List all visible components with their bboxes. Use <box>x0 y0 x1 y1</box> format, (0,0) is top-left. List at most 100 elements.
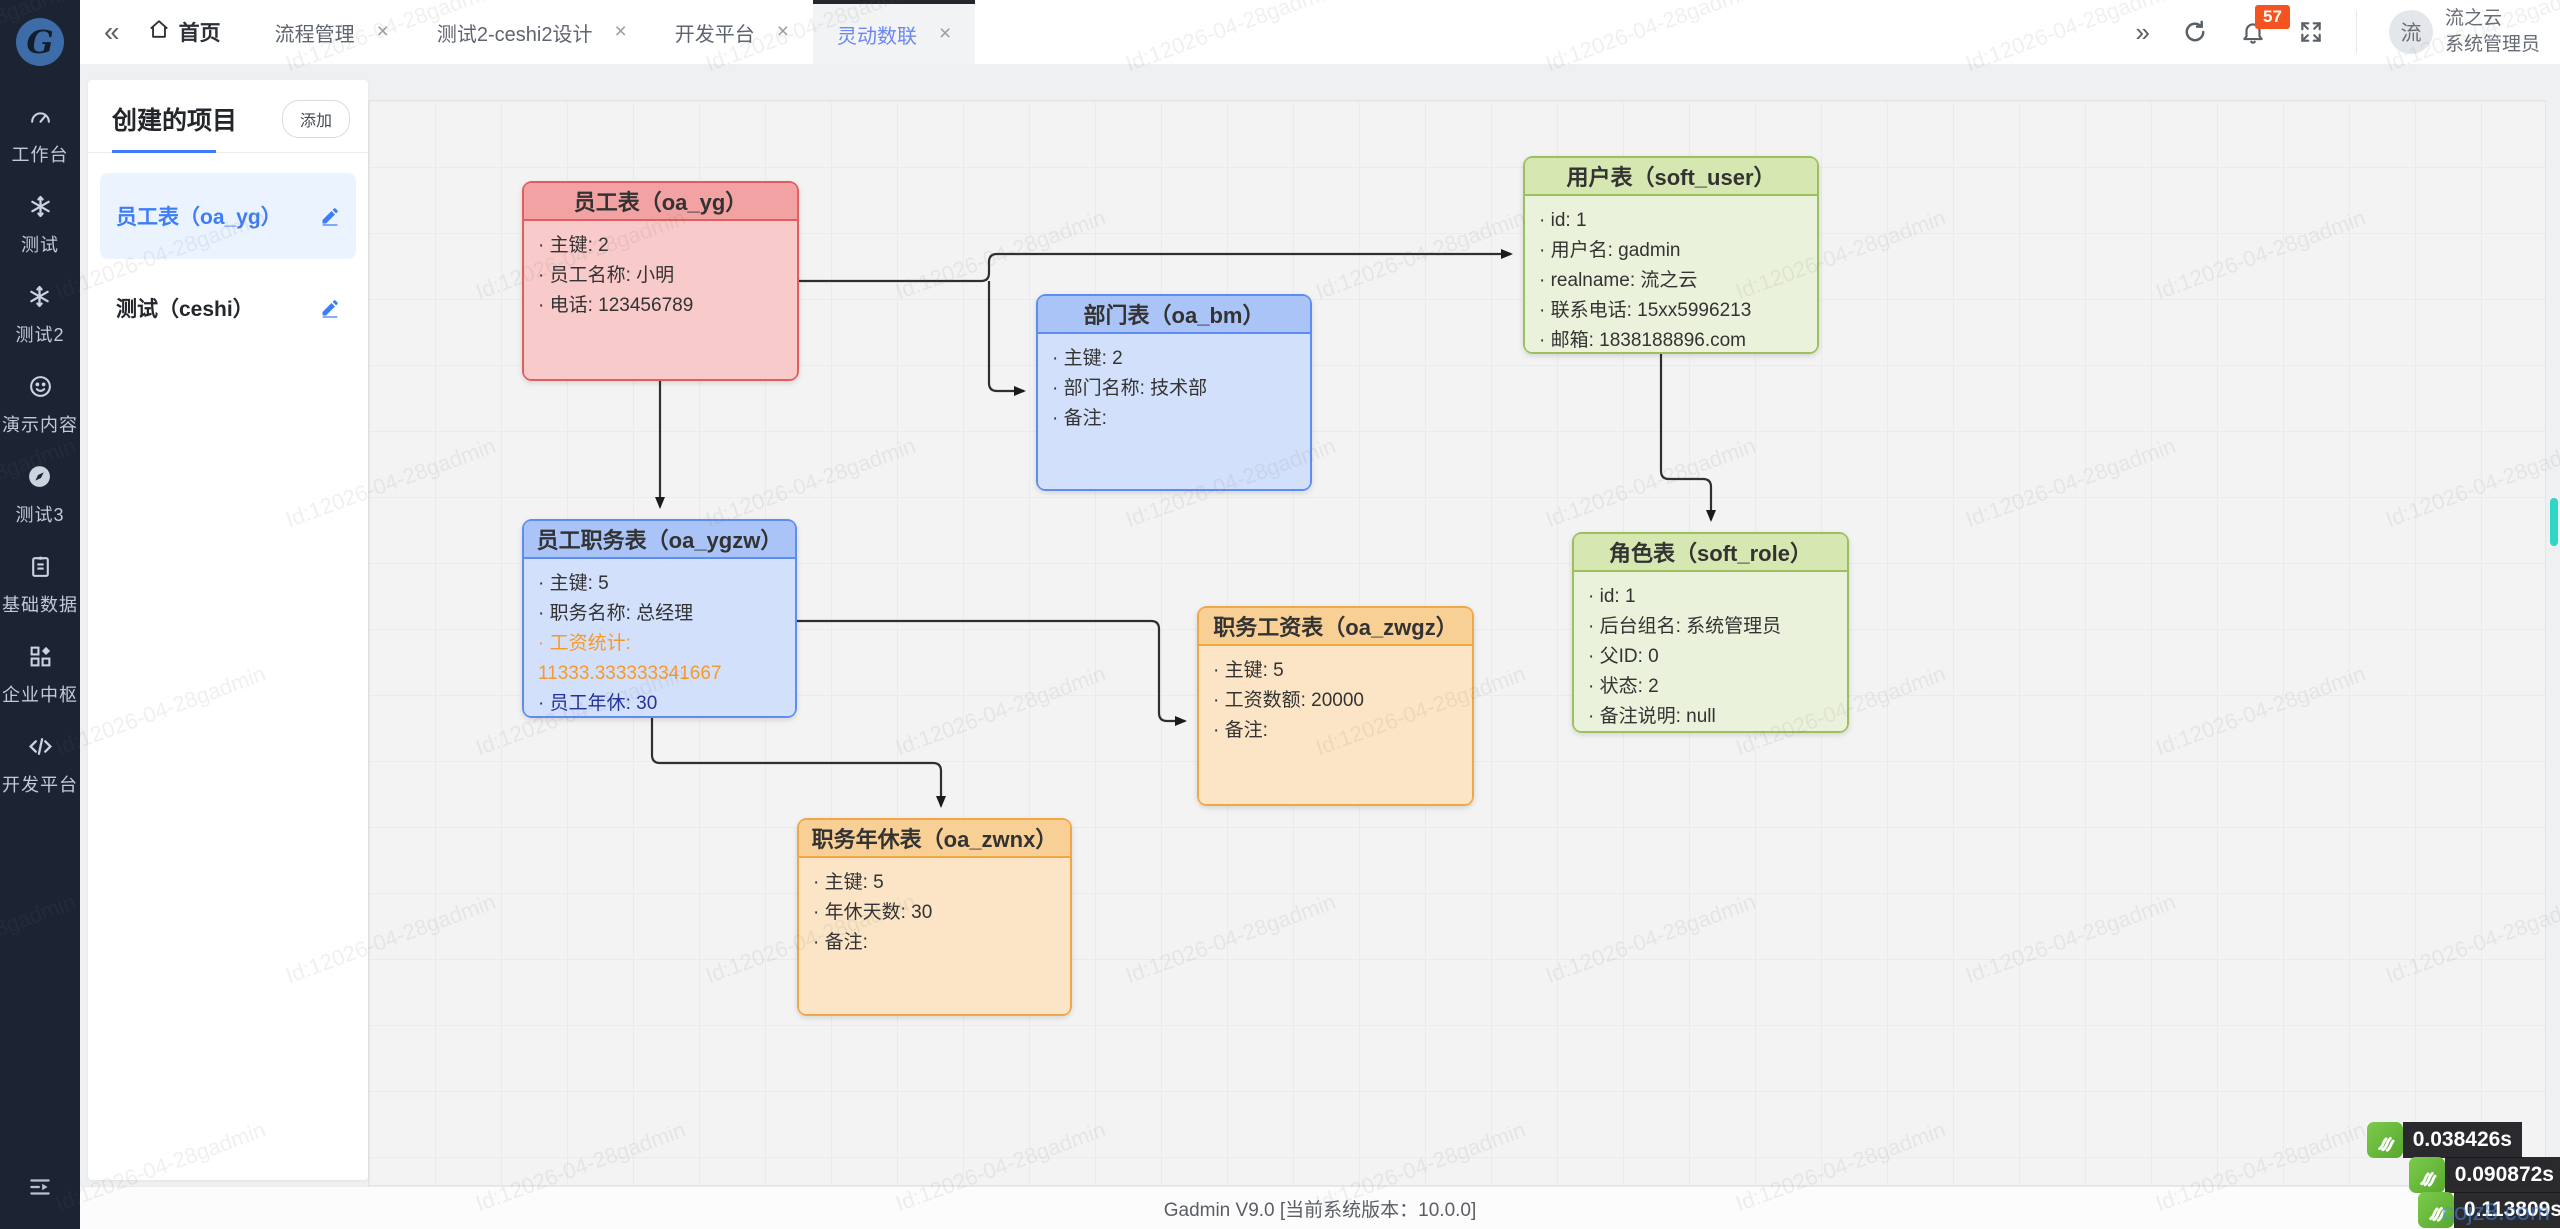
sidebar-item-8[interactable]: 开发平台 <box>2 734 78 797</box>
table-title: 员工职务表（oa_ygzw） <box>524 521 795 559</box>
edit-icon[interactable] <box>320 206 340 226</box>
notifications-button[interactable]: 57 <box>2240 5 2290 45</box>
perf-time: 0.113809s <box>2453 1192 2560 1228</box>
table-row: · 职务名称: 总经理 <box>538 603 694 624</box>
table-row: · 主键: 5 <box>1213 660 1284 681</box>
project-item-2[interactable]: 测试（ceshi） <box>100 273 356 343</box>
perf-badge-3: 0.113809s <box>2417 1192 2560 1228</box>
table-title: 用户表（soft_user） <box>1525 158 1817 196</box>
tab-label: 灵动数联 <box>836 25 917 48</box>
sidebar-item-4[interactable]: 演示内容 <box>2 374 78 437</box>
sidebar-item-label: 基础数据 <box>2 595 78 615</box>
table-row: · 备注: <box>813 932 868 953</box>
edit-icon[interactable] <box>320 298 340 318</box>
perf-time: 0.038426s <box>2402 1122 2522 1158</box>
project-item-label: 测试（ceshi） <box>116 298 254 321</box>
sidebar-item-label: 演示内容 <box>2 415 78 435</box>
perf-badge-1: 0.038426s <box>2366 1122 2522 1158</box>
tab-close-icon[interactable]: × <box>938 22 952 45</box>
tab-1[interactable]: 流程管理 × <box>251 0 413 64</box>
home-tab-label: 首页 <box>178 22 221 45</box>
refresh-button[interactable] <box>2182 19 2208 45</box>
table-title: 职务工资表（oa_zwgz） <box>1199 608 1472 646</box>
user-name: 流之云 <box>2444 8 2502 29</box>
diagram-table-3[interactable]: 用户表（soft_user）· id: 1· 用户名: gadmin· real… <box>1523 156 1819 354</box>
perf-badge-2: 0.090872s <box>2408 1157 2560 1193</box>
diagram-table-6[interactable]: 角色表（soft_role）· id: 1· 后台组名: 系统管理员· 父ID:… <box>1572 532 1849 733</box>
table-row: · 主键: 5 <box>538 573 609 594</box>
table-row: · 联系电话: 15xx5996213 <box>1539 300 1752 321</box>
sidebar-item-label: 企业中枢 <box>2 685 78 705</box>
tab-4[interactable]: 灵动数联 × <box>812 0 976 64</box>
table-row: · 主键: 2 <box>1052 348 1123 369</box>
snowflake-icon <box>27 284 52 314</box>
relation-link <box>650 718 946 808</box>
diagram-table-2[interactable]: 部门表（oa_bm）· 主键: 2· 部门名称: 技术部· 备注: <box>1036 294 1312 491</box>
diagram-table-7[interactable]: 职务年休表（oa_zwnx）· 主键: 5· 年休天数: 30· 备注: <box>797 818 1072 1016</box>
perf-time: 0.090872s <box>2444 1157 2560 1193</box>
table-row: · 年休天数: 30 <box>813 902 933 923</box>
snowflake-icon <box>28 194 53 224</box>
sidebar-item-3[interactable]: 测试2 <box>15 284 64 347</box>
app-logo[interactable]: G <box>0 0 80 84</box>
tab-close-icon[interactable]: × <box>376 20 389 43</box>
flame-icon <box>2366 1122 2403 1158</box>
user-menu[interactable]: 流 流之云 系统管理员 <box>2388 6 2540 58</box>
tab-close-icon[interactable]: × <box>614 20 627 43</box>
collapse-tabs-button[interactable]: « <box>104 16 120 47</box>
table-row: · 备注: <box>1052 408 1107 429</box>
home-icon <box>148 18 170 46</box>
table-row: · 后台组名: 系统管理员 <box>1588 616 1782 637</box>
sidebar-item-5[interactable]: 测试3 <box>15 464 64 527</box>
table-row: · 部门名称: 技术部 <box>1052 378 1208 399</box>
sidebar-item-label: 开发平台 <box>2 775 78 795</box>
sidebar-item-6[interactable]: 基础数据 <box>2 554 78 617</box>
table-row: · 员工名称: 小明 <box>538 265 675 286</box>
table-row: · realname: 流之云 <box>1539 270 1698 291</box>
relation-link <box>1659 354 1716 522</box>
notification-count-badge: 57 <box>2254 5 2290 29</box>
diagram-table-5[interactable]: 职务工资表（oa_zwgz）· 主键: 5· 工资数额: 20000· 备注: <box>1197 606 1474 806</box>
table-title: 员工表（oa_yg） <box>524 183 797 221</box>
logo-icon: G <box>16 18 64 66</box>
sidebar-item-label: 测试3 <box>15 505 65 525</box>
table-row: · 邮箱: 1838188896.com <box>1539 330 1747 351</box>
relation-links <box>650 249 1716 808</box>
table-row: · 员工年休: 30 <box>538 693 658 714</box>
fullscreen-button[interactable] <box>2298 19 2324 45</box>
version-text: Gadmin V9.0 [当前系统版本：10.0.0] <box>1163 1199 1477 1221</box>
tab-label: 流程管理 <box>274 23 355 46</box>
sidebar-item-label: 工作台 <box>11 145 69 165</box>
table-row: · id: 1 <box>1588 586 1636 607</box>
tab-2[interactable]: 测试2-ceshi2设计× <box>413 0 651 64</box>
table-row: · 主键: 2 <box>538 235 609 256</box>
add-project-button[interactable]: 添加 <box>281 100 350 138</box>
diagram-table-4[interactable]: 员工职务表（oa_ygzw）· 主键: 5· 职务名称: 总经理· 工资统计: … <box>522 519 797 718</box>
scrollbar-thumb[interactable] <box>2550 498 2558 546</box>
menu-unfold-icon[interactable] <box>27 1174 53 1205</box>
tab-home[interactable]: 首页 <box>148 17 221 47</box>
table-row: · id: 1 <box>1539 210 1587 231</box>
table-row: · 工资数额: 20000 <box>1213 690 1364 711</box>
relation-link <box>799 249 1513 283</box>
sidebar-item-7[interactable]: 企业中枢 <box>2 644 78 707</box>
flame-icon <box>2408 1157 2445 1193</box>
expand-tabs-button[interactable]: » <box>2135 16 2150 47</box>
table-title: 职务年休表（oa_zwnx） <box>799 820 1070 858</box>
diagram-canvas[interactable]: 员工表（oa_yg）· 主键: 2· 员工名称: 小明· 电话: 1234567… <box>368 100 2546 1186</box>
project-item-1[interactable]: 员工表（oa_yg） <box>100 173 356 259</box>
clipboard-icon <box>28 554 53 584</box>
table-row: · 状态: 2 <box>1588 676 1659 697</box>
avatar: 流 <box>2388 10 2433 54</box>
flame-icon <box>2417 1192 2454 1228</box>
panel-title: 创建的项目 <box>112 107 238 135</box>
tab-close-icon[interactable]: × <box>776 20 789 43</box>
sidebar-item-1[interactable]: 工作台 <box>12 104 69 167</box>
tab-label: 开发平台 <box>674 23 755 46</box>
sidebar-item-2[interactable]: 测试 <box>21 194 59 257</box>
modules-icon <box>28 644 53 674</box>
tab-3[interactable]: 开发平台 × <box>651 0 813 64</box>
diagram-table-1[interactable]: 员工表（oa_yg）· 主键: 2· 员工名称: 小明· 电话: 1234567… <box>522 181 799 381</box>
sidebar: G 工作台测试测试2 演示内容测试3 基础数据企业中枢开发平台 <box>0 0 80 1229</box>
